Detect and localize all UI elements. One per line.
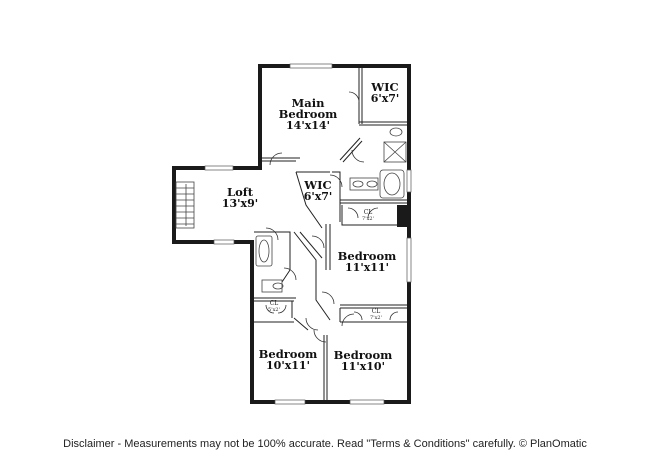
closet-bl-label: CL <box>270 300 279 307</box>
room-bedroom-bottom-left: Bedroom 10'x11' <box>259 347 318 372</box>
bedroom-bl-dims: 10'x11' <box>266 359 310 372</box>
bedroom-right-label: Bedroom <box>338 249 397 263</box>
staircase <box>175 181 195 229</box>
main-bedroom-label-line1: Main <box>292 96 326 110</box>
loft-label: Loft <box>227 185 254 199</box>
wic-second-dims: 6'x7' <box>304 190 333 203</box>
closet-br-label: CL <box>372 308 381 315</box>
closet-right: CL 7'x2' <box>362 209 374 222</box>
bedroom-br-label: Bedroom <box>334 348 393 362</box>
doors <box>265 91 399 343</box>
loft-dims: 13'x9' <box>222 197 258 210</box>
room-bedroom-bottom-right: Bedroom 11'x10' <box>334 348 393 373</box>
closet-right-dims: 7'x2' <box>362 216 374 222</box>
bedroom-bl-label: Bedroom <box>259 347 318 361</box>
closet-bl-dims: 5'x2' <box>268 307 280 313</box>
closet-br-dims: 7'x2' <box>370 315 382 321</box>
room-wic-main: WIC 6'x7' <box>370 80 399 105</box>
wic-main-label: WIC <box>370 80 398 94</box>
room-main-bedroom: Main Bedroom 14'x14' <box>279 96 338 132</box>
closet-bottom-right: CL 7'x2' <box>370 308 382 321</box>
bedroom-right-dims: 11'x11' <box>345 261 389 274</box>
room-loft: Loft 13'x9' <box>222 185 258 210</box>
wic-second-label: WIC <box>303 178 331 192</box>
main-bedroom-label-line2: Bedroom <box>279 107 338 121</box>
room-bedroom-right: Bedroom 11'x11' <box>338 249 397 274</box>
interior-walls <box>254 68 407 400</box>
windows <box>204 63 412 405</box>
disclaimer-text: Disclaimer - Measurements may not be 100… <box>63 438 587 450</box>
fixtures <box>255 127 407 293</box>
main-bedroom-dims: 14'x14' <box>286 119 330 132</box>
room-wic-second: WIC 6'x7' <box>303 178 332 203</box>
closet-bottom-left: CL 5'x2' <box>268 300 280 313</box>
closet-right-label: CL <box>364 209 373 216</box>
wic-main-dims: 6'x7' <box>371 92 400 105</box>
bedroom-br-dims: 11'x10' <box>341 360 385 373</box>
